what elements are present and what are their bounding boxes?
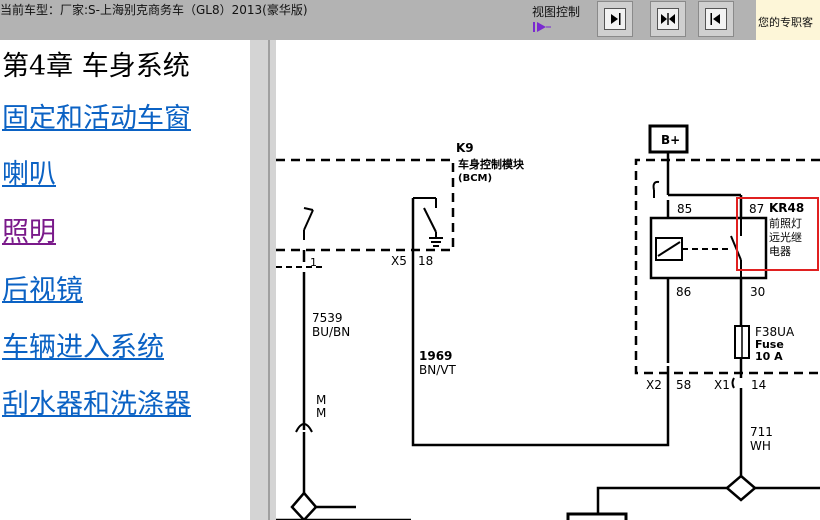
pin-18-label: 18 xyxy=(418,254,433,268)
bottom-component xyxy=(566,512,628,520)
splice-left xyxy=(290,491,318,520)
expert-panel[interactable]: 您的专职客 xyxy=(756,0,820,40)
expert-label: 您的专职客 xyxy=(758,16,813,29)
wire3-color: WH xyxy=(750,439,771,453)
wire2-number: 1969 xyxy=(419,349,452,363)
pin-58-label: 58 xyxy=(676,378,691,392)
view-control-label: 视图控制 xyxy=(532,5,581,19)
wire1-color: BU/BN xyxy=(312,325,350,339)
toc-link-mirrors[interactable]: 后视镜 xyxy=(2,275,83,306)
conn-x1-label: X1 xyxy=(714,378,730,392)
relay-name-2: 远光继 xyxy=(769,230,802,244)
pin-87-label: 87 xyxy=(749,202,764,216)
expand-right-button[interactable] xyxy=(597,1,633,37)
wiring-diagram: K9 车身控制模块 (BCM) 1 7539 xyxy=(276,124,820,520)
toc-pane: 第4章 车身系统 固定和活动车窗 喇叭 照明 后视镜 车辆进入系统 刮水器和洗涤… xyxy=(0,40,250,520)
view-control-icon[interactable] xyxy=(532,21,552,33)
fuse-word: Fuse xyxy=(755,338,784,351)
mm-label-2: M xyxy=(316,406,326,420)
chapter-title: 第4章 车身系统 xyxy=(2,51,190,82)
fuse-id: F38UA xyxy=(755,325,795,339)
arrow-left-icon xyxy=(710,13,720,25)
bcm-abbr: (BCM) xyxy=(458,173,492,184)
bcm-switch-left xyxy=(303,207,314,240)
toc-link-lighting[interactable]: 照明 xyxy=(2,217,56,248)
wire-1969 xyxy=(411,198,670,447)
relay-highlight-box xyxy=(736,197,819,271)
pin-30-label: 30 xyxy=(750,285,765,299)
bcm-name: 车身控制模块 xyxy=(458,157,525,171)
battery-plus-label: B+ xyxy=(661,133,680,147)
splice-right xyxy=(725,474,757,502)
pin-86-label: 86 xyxy=(676,285,691,299)
current-vehicle-label: 当前车型：厂家:S-上海别克商务车（GL8）2013(豪华版) xyxy=(0,3,308,17)
wire1-number: 7539 xyxy=(312,311,343,325)
split-view-button[interactable] xyxy=(650,1,686,37)
expand-left-button[interactable] xyxy=(698,1,734,37)
relay-name-1: 前照灯 xyxy=(769,216,802,230)
conn-x5-label: X5 xyxy=(391,254,407,268)
pin-85-label: 85 xyxy=(677,202,692,216)
conn-x2-label: X2 xyxy=(646,378,662,392)
top-toolbar: 当前车型：厂家:S-上海别克商务车（GL8）2013(豪华版) 视图控制 xyxy=(0,0,820,40)
pin-14-label: 14 xyxy=(751,378,766,392)
relay-name-3: 电器 xyxy=(769,245,791,258)
pin-1-label: 1 xyxy=(310,256,317,269)
bcm-switch-right xyxy=(413,197,443,247)
bottom-wiring xyxy=(276,486,820,520)
toc-link-wipers-washers[interactable]: 刮水器和洗涤器 xyxy=(2,389,191,420)
fuse-block-box xyxy=(634,158,820,375)
split-arrows-icon xyxy=(661,13,675,25)
toc-link-vehicle-access[interactable]: 车辆进入系统 xyxy=(2,332,164,363)
diagram-pane: K9 车身控制模块 (BCM) 1 7539 xyxy=(276,40,820,520)
relay-id: KR48 xyxy=(769,201,804,215)
wire-7539 xyxy=(295,250,313,493)
mm-label-1: M xyxy=(316,393,326,407)
fuse-rating: 10 A xyxy=(755,350,783,363)
toc-link-horn[interactable]: 喇叭 xyxy=(2,159,56,190)
wire3-number: 711 xyxy=(750,425,773,439)
arrow-right-icon xyxy=(611,13,621,25)
bcm-module-box xyxy=(276,158,455,252)
bcm-id: K9 xyxy=(456,141,474,155)
battery-plus-box xyxy=(648,124,689,154)
pane-splitter[interactable] xyxy=(250,40,276,520)
wire2-color: BN/VT xyxy=(419,363,456,377)
toc-link-windows[interactable]: 固定和活动车窗 xyxy=(2,103,191,134)
